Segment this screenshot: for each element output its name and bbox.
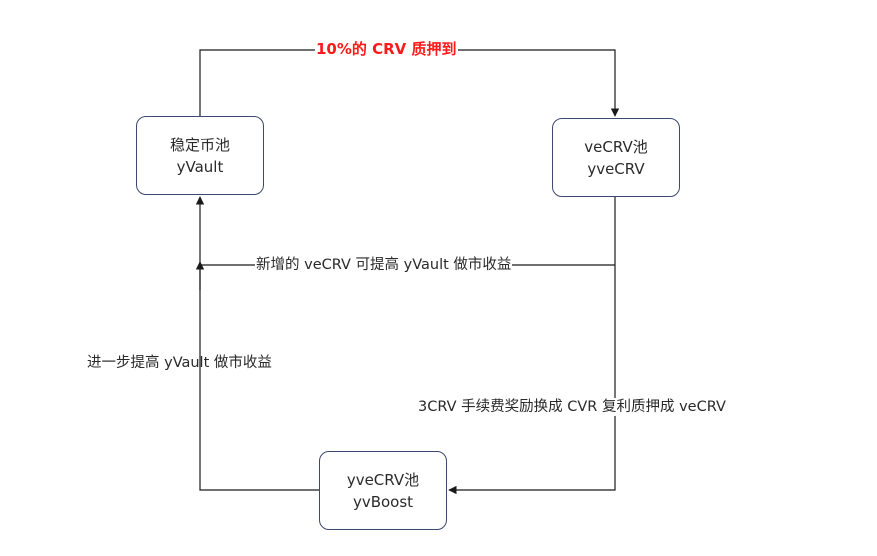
stable-pool-node: 稳定币池 yVault [136, 116, 264, 195]
edge-left-label: 进一步提高 yVault 做市收益 [87, 355, 272, 371]
edge-top-line [199, 49, 620, 117]
edge-right-label: 3CRV 手续费奖励换成 CVR 复利质押成 veCRV [417, 398, 727, 416]
yvecrv-pool-node: yveCRV池 yvBoost [319, 451, 447, 530]
vecrv-pool-title: veCRV池 [584, 137, 648, 156]
edge-top-label: 10%的 CRV 质押到 [315, 40, 458, 58]
vecrv-pool-subtitle: yveCRV [587, 159, 645, 178]
edge-left-line [195, 196, 319, 491]
yvecrv-pool-subtitle: yvBoost [352, 492, 414, 511]
edge-right-line [448, 197, 616, 495]
vecrv-pool-node: veCRV池 yveCRV [552, 118, 680, 197]
yvecrv-pool-title: yveCRV池 [346, 470, 420, 489]
stable-pool-subtitle: yVault [176, 157, 224, 176]
edge-middle-label: 新增的 veCRV 可提高 yVault 做市收益 [255, 256, 513, 274]
stable-pool-title: 稳定币池 [169, 135, 230, 154]
